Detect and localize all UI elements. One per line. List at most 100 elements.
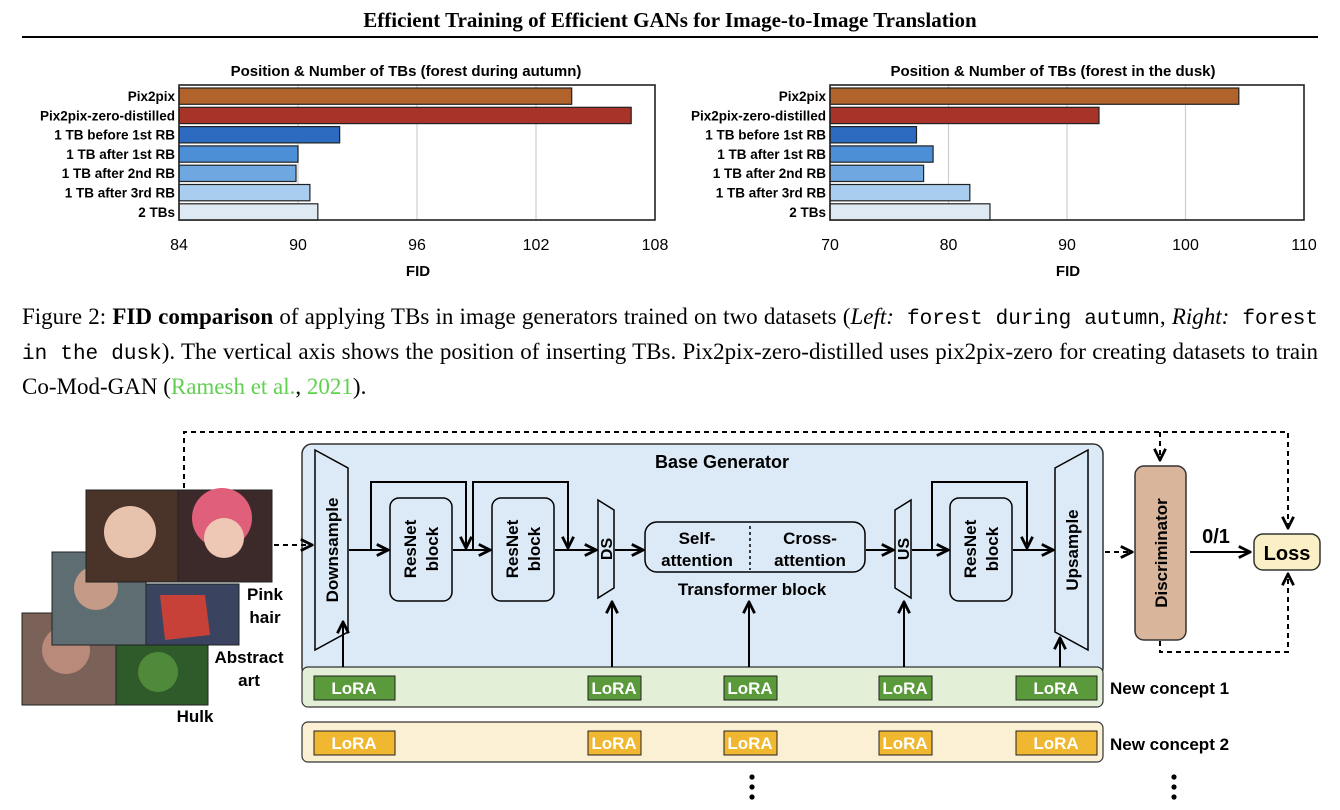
caption-text: of applying TBs in image generators trai… (273, 304, 851, 329)
lora-label: LoRA (882, 734, 927, 753)
new-concept-2-label: New concept 2 (1110, 735, 1229, 754)
us-block[interactable] (894, 498, 912, 600)
figure-caption: Figure 2: FID comparison of applying TBs… (22, 301, 1318, 403)
resnet-block-1[interactable] (389, 497, 453, 602)
fid-chart-dusk: Position & Number of TBs (forest in the … (691, 63, 1317, 280)
hulk-label: Hulk (177, 707, 214, 726)
category-label: 1 TB after 2nd RB (62, 166, 176, 181)
self-attention-label: attention (661, 551, 733, 570)
caption-right-dataset: forest in the dusk (22, 308, 1318, 366)
category-label: Pix2pix-zero-distilled (40, 108, 175, 123)
resnet-label: ResNet (961, 519, 980, 578)
chart-title: Position & Number of TBs (forest in the … (890, 63, 1215, 80)
bar (178, 87, 573, 105)
pink-hair-photo (204, 518, 244, 558)
sample-images (21, 488, 273, 706)
caption-text: ). (352, 374, 367, 399)
category-label: 1 TB after 1st RB (66, 147, 175, 162)
lora-label: LoRA (1033, 679, 1078, 698)
resnet-block-2[interactable] (491, 497, 555, 602)
lora-label: LoRA (331, 734, 376, 753)
abstract-art-label: Abstract (215, 648, 284, 667)
caption-right-label: Right: (1171, 304, 1230, 329)
bar (829, 106, 1100, 125)
bar (829, 164, 925, 183)
x-tick-label: 108 (642, 237, 669, 254)
dashed-path (1159, 574, 1288, 653)
x-tick-label: 102 (523, 237, 550, 254)
lora-label: LoRA (331, 679, 376, 698)
category-label: 2 TBs (138, 205, 175, 220)
lora-label: LoRA (727, 679, 772, 698)
bar (829, 203, 991, 221)
lora-label: LoRA (591, 679, 636, 698)
pink-hair-label: Pink (247, 585, 283, 604)
lora-row-1: LoRA LoRA LoRA LoRA LoRA (313, 675, 1098, 701)
x-tick-label: 70 (821, 237, 839, 254)
concept-2-row (301, 721, 1104, 763)
lora-block[interactable] (587, 675, 642, 701)
transformer-block-label: Transformer block (678, 580, 827, 599)
transformer-block[interactable] (644, 521, 866, 573)
base-generator-label: Base Generator (655, 452, 789, 472)
caption-text: , (1159, 304, 1172, 329)
self-attention-label: Self- (679, 529, 716, 548)
plot-frame (829, 84, 1305, 221)
title-rule (22, 36, 1318, 38)
resnet-label: block (983, 526, 1002, 571)
ds-block[interactable] (597, 498, 615, 600)
lora-block[interactable] (723, 730, 778, 756)
bar (178, 106, 632, 125)
plot-frame (178, 84, 656, 221)
x-tick-label: 96 (408, 237, 426, 254)
lora-block[interactable] (587, 730, 642, 756)
downsample-label: Downsample (323, 498, 342, 603)
resnet-label: ResNet (503, 519, 522, 578)
x-tick-label: 90 (289, 237, 307, 254)
us-label: US (896, 538, 913, 561)
lora-block[interactable] (878, 675, 933, 701)
category-label: Pix2pix (128, 89, 176, 104)
architecture-diagram: Base Generator Pink hair Abstract art Hu… (21, 431, 1321, 800)
category-label: Pix2pix-zero-distilled (691, 108, 826, 123)
face-photo (104, 506, 156, 558)
abstract-art-photo (160, 595, 210, 640)
ds-label: DS (599, 538, 616, 561)
lora-block[interactable] (723, 675, 778, 701)
resnet-label: block (423, 526, 442, 571)
lora-label: LoRA (882, 679, 927, 698)
citation-author-link[interactable]: Ramesh et al. (170, 374, 296, 399)
category-label: 1 TB before 1st RB (54, 128, 175, 143)
caption-left-dataset: forest during autumn (893, 308, 1160, 331)
binary-output-label: 0/1 (1202, 526, 1230, 548)
discriminator-block[interactable] (1134, 465, 1187, 641)
cross-attention-label: Cross- (783, 529, 837, 548)
caption-text: , (295, 374, 307, 399)
upsample-block[interactable] (1054, 448, 1089, 652)
lora-block[interactable] (1015, 675, 1098, 701)
category-label: 1 TB before 1st RB (705, 128, 826, 143)
lora-block[interactable] (313, 730, 396, 756)
discriminator-label: Discriminator (1152, 498, 1171, 608)
x-axis-label: FID (1056, 263, 1080, 280)
caption-text: ). The vertical axis shows the position … (22, 339, 1318, 399)
lora-label: LoRA (727, 734, 772, 753)
lora-label: LoRA (1033, 734, 1078, 753)
x-tick-label: 110 (1291, 237, 1317, 254)
chart-title: Position & Number of TBs (forest during … (231, 63, 582, 80)
dashed-path (183, 431, 1288, 528)
resnet-block-3[interactable] (949, 497, 1013, 602)
citation-year-link[interactable]: 2021 (306, 374, 353, 399)
lora-block[interactable] (878, 730, 933, 756)
loss-label: Loss (1264, 543, 1311, 565)
cross-attention-label: attention (774, 551, 846, 570)
caption-label: Figure 2: (22, 304, 107, 329)
loss-block[interactable] (1253, 533, 1321, 571)
lora-block[interactable] (313, 675, 396, 701)
flow-arrows (343, 481, 1250, 667)
lora-block[interactable] (1015, 730, 1098, 756)
x-tick-label: 90 (1058, 237, 1076, 254)
bar (829, 87, 1240, 105)
abstract-art-label: art (238, 671, 260, 690)
category-label: 2 TBs (789, 205, 826, 220)
